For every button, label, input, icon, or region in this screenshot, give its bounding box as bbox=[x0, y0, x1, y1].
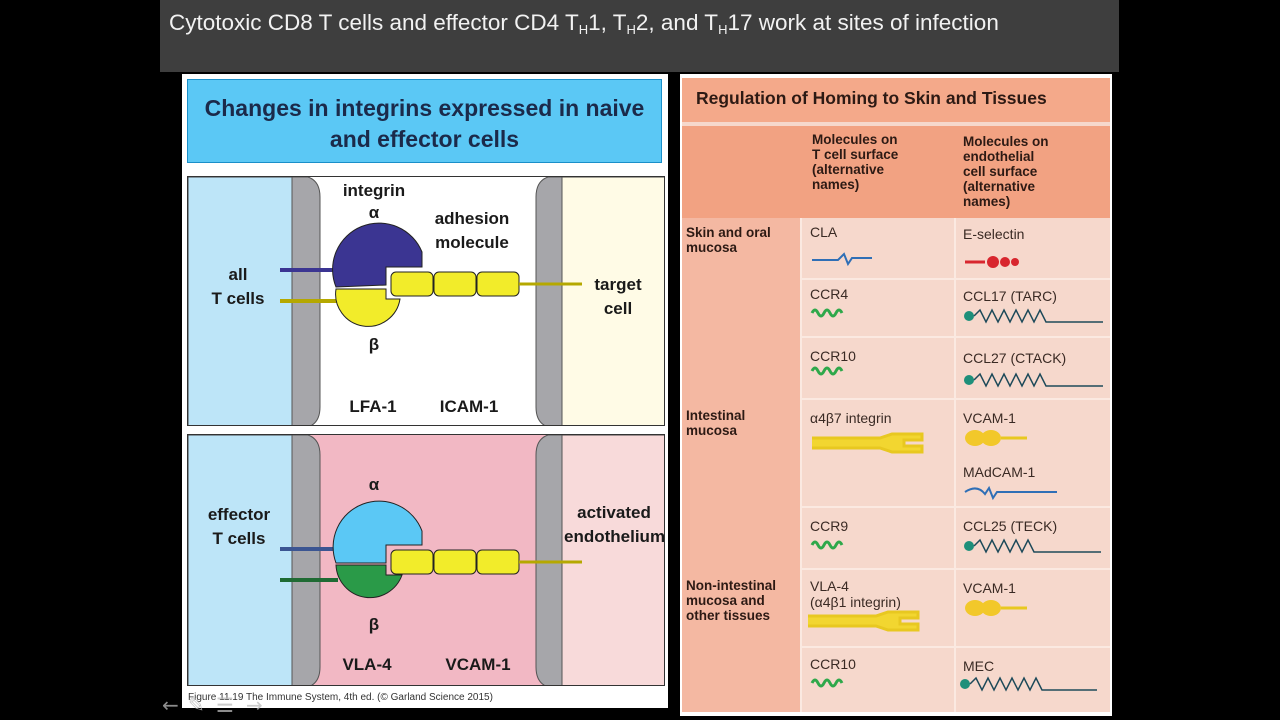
figure-header-text: Changes in integrins expressed in naive … bbox=[204, 95, 645, 152]
adhesion-molecule-label: adhesion molecule bbox=[434, 209, 510, 252]
row-divider bbox=[800, 506, 1110, 508]
table-title-bar: Regulation of Homing to Skin and Tissues bbox=[682, 78, 1110, 122]
integrin-beta-shape bbox=[335, 288, 401, 327]
tcell-column-header: Molecules on T cell surface (alternative… bbox=[812, 132, 899, 192]
integrin-label: integrin bbox=[342, 181, 406, 200]
ccr4-glyph bbox=[810, 308, 844, 318]
lfa1-label: LFA-1 bbox=[349, 397, 397, 416]
naive-panel: all T cells integrin α adhesion molecule… bbox=[187, 176, 665, 426]
vla4-alpha-shape bbox=[332, 500, 423, 564]
tissue-other: Non-intestinal mucosa and other tissues bbox=[686, 578, 776, 623]
tissue-skin: Skin and oral mucosa bbox=[686, 225, 771, 255]
figure-header: Changes in integrins expressed in naive … bbox=[187, 79, 662, 163]
tcell-molecule: VLA-4 (α4β1 integrin) bbox=[810, 578, 901, 610]
effector-panel: effector T cells α activated endothelium… bbox=[187, 434, 665, 686]
ccl25-glyph bbox=[964, 538, 1101, 554]
activated-endothelium-label: activated endothelium bbox=[564, 503, 665, 546]
pen-icon[interactable]: ✎ bbox=[188, 693, 205, 717]
tissue-intestinal: Intestinal mucosa bbox=[686, 408, 746, 438]
tcell-molecule: CCR4 bbox=[810, 286, 849, 302]
vcam-domain-2 bbox=[433, 549, 477, 575]
tissue-column bbox=[682, 218, 800, 712]
arrow-right-icon[interactable]: → bbox=[246, 693, 263, 717]
vcam1-glyph bbox=[965, 430, 1027, 446]
target-cell-region bbox=[561, 177, 664, 425]
cla-glyph bbox=[812, 252, 872, 267]
slide-title-bar: Cytotoxic CD8 T cells and effector CD4 T… bbox=[160, 0, 1119, 72]
endo-molecule: MAdCAM-1 bbox=[963, 464, 1036, 480]
row-divider bbox=[800, 568, 1110, 570]
e-selectin-glyph bbox=[965, 256, 1019, 268]
ccl27-glyph bbox=[964, 372, 1103, 388]
naive-diagram bbox=[188, 177, 664, 425]
vcam1-label: VCAM-1 bbox=[445, 655, 511, 674]
mec-glyph bbox=[960, 676, 1097, 692]
slide-nav: ← ✎ ☰ → bbox=[162, 694, 272, 718]
endo-molecule: CCL27 (CTACK) bbox=[963, 350, 1067, 366]
endothelium-membrane bbox=[535, 435, 563, 685]
column-divider-2 bbox=[954, 218, 956, 712]
figure-caption: Figure 11.19 The Immune System, 4th ed. … bbox=[188, 692, 493, 703]
effector-cell-membrane bbox=[291, 435, 321, 685]
a4b7-glyph bbox=[812, 432, 924, 454]
icam-domain-2 bbox=[433, 271, 477, 297]
tcell-molecule: CCR10 bbox=[810, 348, 856, 364]
madcam1-glyph bbox=[964, 485, 1057, 501]
tcell-molecule: α4β7 integrin bbox=[810, 410, 892, 426]
endo-molecule: VCAM-1 bbox=[963, 410, 1016, 426]
vcam-domain-1 bbox=[390, 549, 434, 575]
target-cell-label: target cell bbox=[594, 275, 642, 318]
beta-label: β bbox=[368, 335, 380, 354]
target-cell-membrane bbox=[535, 177, 563, 425]
row-divider bbox=[800, 278, 1110, 280]
tcell-molecule: CCR9 bbox=[810, 518, 849, 534]
ccr9-glyph bbox=[810, 540, 844, 550]
endo-molecule: CCL17 (TARC) bbox=[963, 288, 1057, 304]
row-divider bbox=[800, 336, 1110, 338]
effector-t-cells-label: effector T cells bbox=[207, 505, 271, 548]
table-title: Regulation of Homing to Skin and Tissues bbox=[696, 88, 1047, 108]
integrin-alpha-shape bbox=[332, 222, 423, 288]
vla4-beta-shape bbox=[335, 564, 403, 599]
column-divider-1 bbox=[800, 218, 802, 712]
alpha-label: α bbox=[368, 203, 380, 222]
row-divider bbox=[800, 646, 1110, 648]
endo-molecule: VCAM-1 bbox=[963, 580, 1016, 596]
beta-label-bottom: β bbox=[368, 615, 380, 634]
table-header: Molecules on T cell surface (alternative… bbox=[682, 126, 1110, 218]
endo-molecule: E-selectin bbox=[963, 226, 1025, 242]
tcell-molecule: CCR10 bbox=[810, 656, 856, 672]
ccl17-glyph bbox=[964, 308, 1103, 324]
slide-title: Cytotoxic CD8 T cells and effector CD4 T… bbox=[169, 10, 999, 37]
ccr10-glyph-2 bbox=[810, 678, 844, 688]
vcam1-glyph-2 bbox=[965, 600, 1027, 616]
endothelial-column-header: Molecules on endothelial cell surface (a… bbox=[963, 134, 1049, 209]
homing-table-body: Regulation of Homing to Skin and Tissues… bbox=[682, 78, 1110, 712]
alpha-label-bottom: α bbox=[368, 475, 380, 494]
endo-molecule: MEC bbox=[963, 658, 995, 674]
menu-icon[interactable]: ☰ bbox=[216, 693, 234, 717]
ccr10-glyph bbox=[810, 366, 844, 376]
icam1-label: ICAM-1 bbox=[439, 397, 499, 416]
effector-diagram bbox=[188, 435, 664, 685]
endothelium-region bbox=[561, 435, 664, 685]
arrow-left-icon[interactable]: ← bbox=[162, 693, 179, 717]
integrin-figure: Changes in integrins expressed in naive … bbox=[182, 74, 668, 708]
row-divider bbox=[800, 398, 1110, 400]
tcell-molecule: CLA bbox=[810, 224, 838, 240]
icam-domain-3 bbox=[476, 271, 520, 297]
vcam-domain-3 bbox=[476, 549, 520, 575]
endo-molecule: CCL25 (TECK) bbox=[963, 518, 1058, 534]
vla4-label: VLA-4 bbox=[342, 655, 392, 674]
vla4-glyph bbox=[808, 610, 920, 632]
icam-domain-1 bbox=[390, 271, 434, 297]
all-t-cells-label: all T cells bbox=[211, 265, 265, 308]
homing-table: Regulation of Homing to Skin and Tissues… bbox=[680, 74, 1112, 716]
effector-cell-region bbox=[188, 435, 293, 685]
